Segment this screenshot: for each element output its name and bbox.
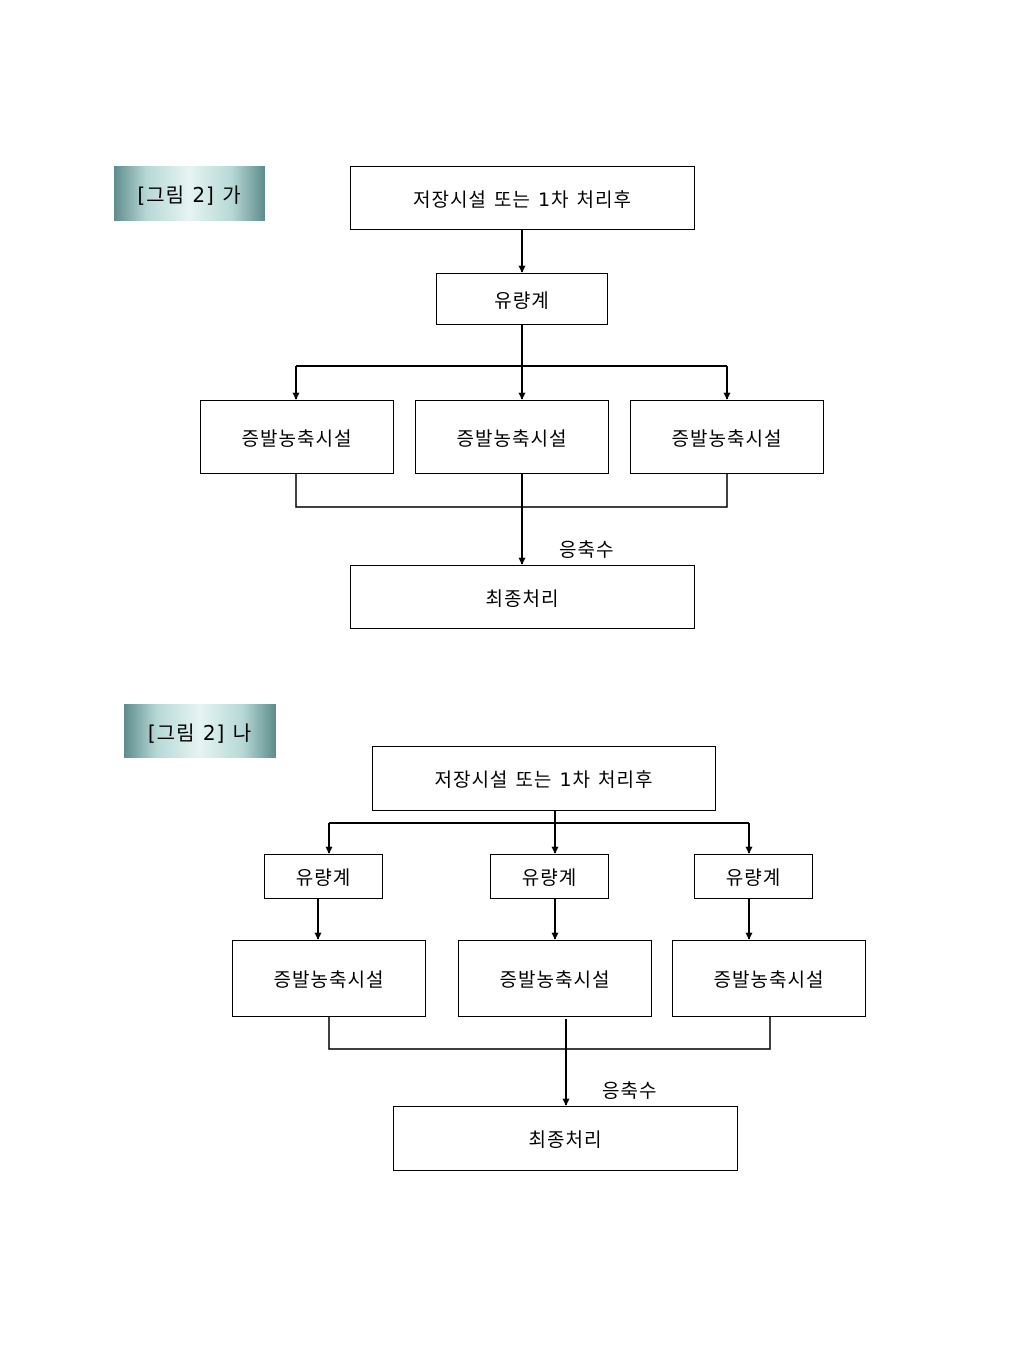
evaporator-box-center: 증발농축시설 (415, 400, 609, 474)
flow-meter-box-left: 유량계 (264, 854, 383, 899)
condensate-label: 응축수 (559, 539, 615, 561)
condensate-label-b: 응축수 (602, 1080, 658, 1102)
evaporator-box-b-center: 증발농축시설 (458, 940, 652, 1017)
final-treatment-box: 최종처리 (350, 565, 695, 629)
evaporator-box-b-right: 증발농축시설 (672, 940, 866, 1017)
line-merge-b (328, 1017, 771, 1050)
final-treatment-box-b: 최종처리 (393, 1106, 738, 1171)
figure-b-tag: [그림 2] 나 (124, 704, 276, 758)
flow-meter-box-right: 유량계 (694, 854, 813, 899)
evaporator-box-left: 증발농축시설 (200, 400, 394, 474)
line-merge (295, 474, 728, 508)
source-box-b: 저장시설 또는 1차 처리후 (372, 746, 716, 811)
source-box: 저장시설 또는 1차 처리후 (350, 166, 695, 230)
flow-meter-box-center: 유량계 (490, 854, 609, 899)
figure-a-tag: [그림 2] 가 (114, 166, 265, 221)
flow-meter-box: 유량계 (436, 273, 608, 325)
evaporator-box-right: 증발농축시설 (630, 400, 824, 474)
evaporator-box-b-left: 증발농축시설 (232, 940, 426, 1017)
